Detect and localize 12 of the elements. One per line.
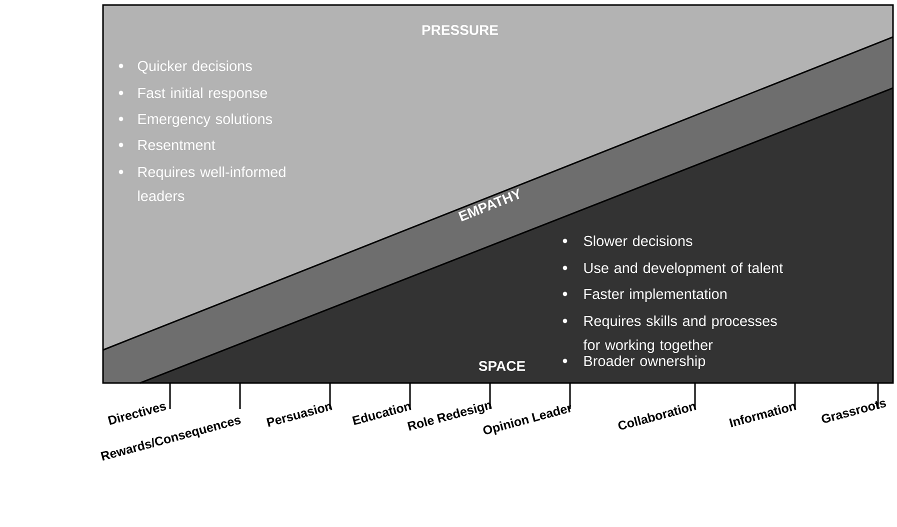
- bullet-text: Broader ownership: [584, 355, 706, 369]
- region-heading: SPACE: [478, 361, 526, 371]
- bullet-text: Fast initial response: [138, 88, 268, 101]
- bullet-text: Emergency solutions: [138, 114, 272, 127]
- bullet-text: Use and development of talent: [584, 262, 783, 276]
- region-heading: PRESSURE: [422, 25, 498, 35]
- bullet-text: Slower decisions: [584, 236, 692, 246]
- bullet-text: Resentment: [138, 140, 216, 150]
- bullet-text: Requires skills and processes for working together: [583, 315, 777, 353]
- bullet-text: Faster implementation: [584, 288, 726, 302]
- bullet-text: Requires well-informed leaders: [138, 166, 286, 202]
- bullet-text: Quicker decisions: [138, 60, 252, 74]
